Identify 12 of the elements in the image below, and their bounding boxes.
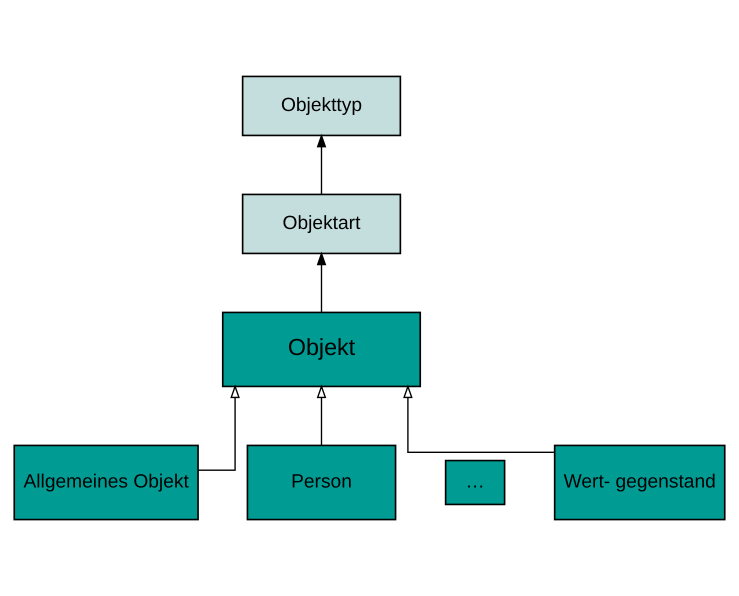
node-box: Objekttyp <box>242 76 402 136</box>
node-box: … <box>444 460 506 506</box>
arrow <box>403 384 554 453</box>
node-box: Person <box>246 444 396 520</box>
arrow <box>198 384 240 471</box>
arrow <box>316 252 326 312</box>
arrow <box>316 134 326 194</box>
node-box: Allgemeines Objekt <box>13 444 199 520</box>
arrow <box>316 384 326 446</box>
node-box: Objekt <box>222 312 422 388</box>
node-box: Objektart <box>242 194 402 254</box>
node-box: Wert- gegenstand <box>554 444 726 520</box>
